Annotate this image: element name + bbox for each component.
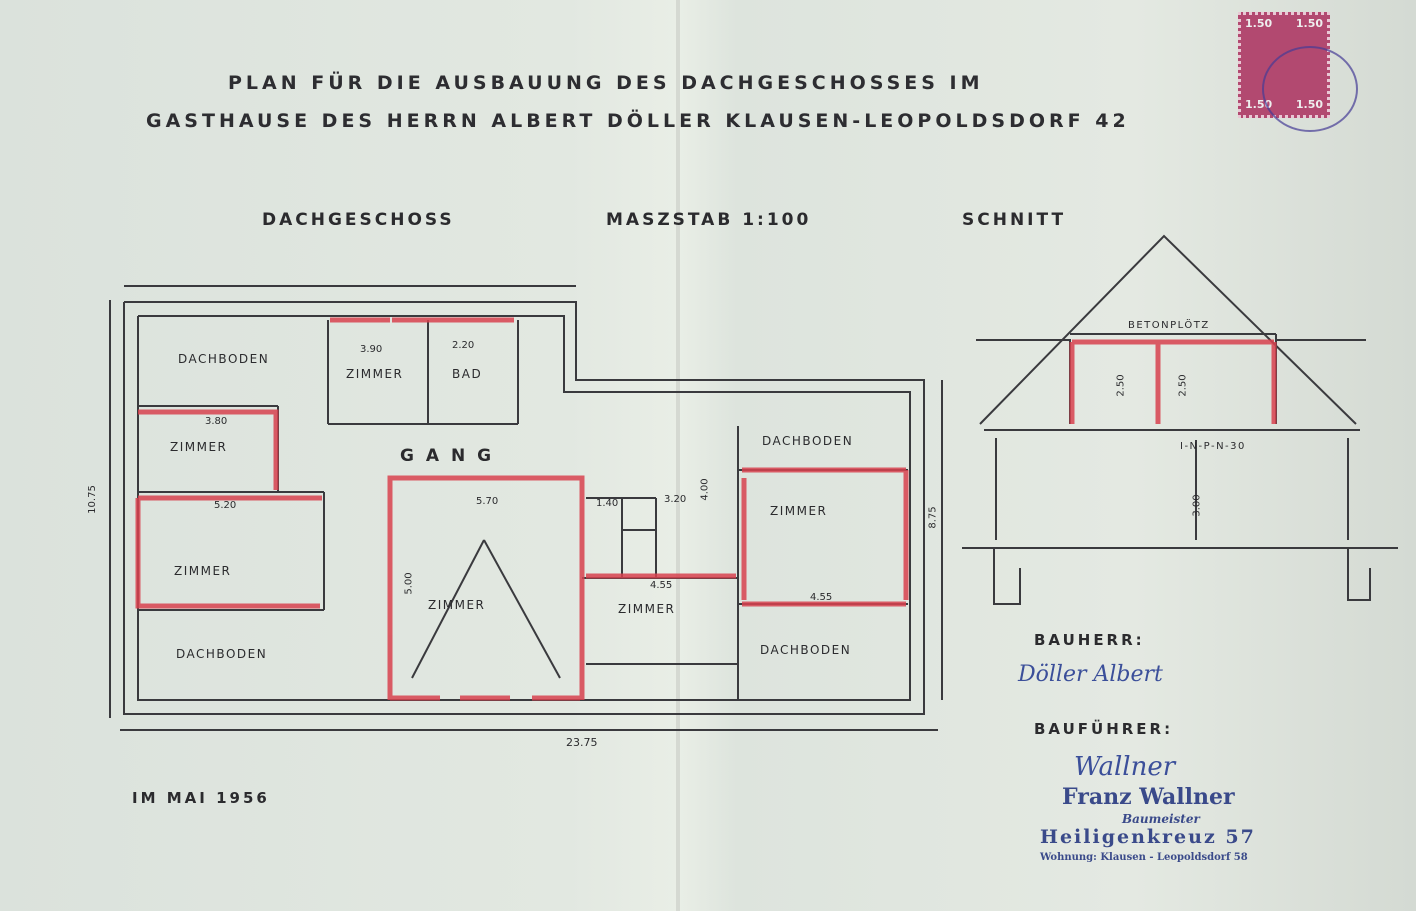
builder-stamp-city: Heiligenkreuz 57 — [1040, 826, 1256, 848]
dim-390: 3.90 — [360, 344, 383, 355]
dim-total-width: 23.75 — [566, 736, 598, 749]
dim-140: 1.40 — [596, 498, 619, 509]
dim-455-e: 4.55 — [810, 592, 833, 603]
builder-stamp-name: Franz Wallner — [1062, 784, 1235, 810]
room-zimmer-north: ZIMMER — [346, 367, 404, 381]
dim-section-250b: 2.50 — [1177, 374, 1189, 397]
room-zimmer-south: ZIMMER — [618, 602, 676, 616]
dim-520: 5.20 — [214, 500, 237, 511]
dim-220: 2.20 — [452, 340, 475, 351]
dim-380: 3.80 — [205, 416, 228, 427]
room-bad: BAD — [452, 367, 483, 381]
room-gang: G A N G — [400, 446, 495, 466]
dim-570: 5.70 — [476, 496, 499, 507]
room-dachboden-sw: DACHBODEN — [176, 647, 268, 661]
dim-320: 3.20 — [664, 494, 687, 505]
dim-400: 4.00 — [699, 478, 711, 501]
plan-date: IM MAI 1956 — [132, 789, 270, 807]
builder-stamp-title: Baumeister — [1122, 812, 1200, 826]
room-dachboden-se: DACHBODEN — [760, 643, 852, 657]
room-zimmer-main: ZIMMER — [428, 598, 486, 612]
bauherr-signature: Döller Albert — [1018, 662, 1163, 687]
dim-east-depth: 8.75 — [927, 506, 939, 529]
baufuehrer-signature: Wallner — [1074, 752, 1176, 782]
builder-stamp-address: Wohnung: Klausen - Leopoldsdorf 58 — [1040, 852, 1248, 863]
dim-total-depth: 10.75 — [86, 485, 98, 514]
baufuehrer-label: BAUFÜHRER: — [1034, 720, 1174, 738]
heading-scale: MASZSTAB 1:100 — [606, 210, 812, 230]
dim-500: 5.00 — [403, 572, 415, 595]
bauherr-label: BAUHERR: — [1034, 631, 1145, 649]
room-dachboden-nw: DACHBODEN — [178, 352, 270, 366]
title-line-1: PLAN FÜR DIE AUSBAUUNG DES DACHGESCHOSSE… — [228, 72, 984, 94]
heading-section: SCHNITT — [962, 210, 1067, 230]
room-dachboden-ne: DACHBODEN — [762, 434, 854, 448]
paper-fold — [676, 0, 680, 911]
section-beam-label: I-N-P-N-30 — [1180, 441, 1246, 452]
room-zimmer-west-2: ZIMMER — [174, 564, 232, 578]
dim-section-250a: 2.50 — [1115, 374, 1127, 397]
stamp-value-tl: 1.50 — [1245, 17, 1273, 30]
room-zimmer-east: ZIMMER — [770, 504, 828, 518]
section-beton-label: BETONPLÖTZ — [1128, 320, 1210, 331]
dim-455-s: 4.55 — [650, 580, 673, 591]
room-zimmer-west-1: ZIMMER — [170, 440, 228, 454]
title-line-2: GASTHAUSE DES HERRN ALBERT DÖLLER KLAUSE… — [146, 110, 1130, 132]
dim-section-300: 3.00 — [1191, 494, 1203, 517]
stamp-value-tr: 1.50 — [1295, 17, 1323, 30]
cancellation-mark — [1262, 46, 1358, 132]
heading-floor: DACHGESCHOSS — [262, 210, 455, 230]
